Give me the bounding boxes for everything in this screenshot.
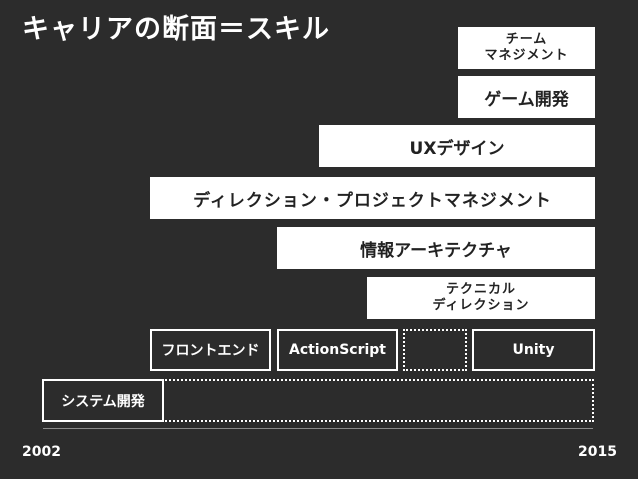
timeline-axis [43, 428, 593, 429]
skill-gap-placeholder [403, 329, 467, 371]
skill-frontend-label: フロントエンド [161, 343, 260, 359]
skill-system-development-label: システム開発 [61, 393, 145, 410]
axis-start-year: 2002 [22, 444, 61, 460]
skill-unity: Unity [472, 329, 595, 371]
skill-ux-design: UXデザイン [319, 125, 595, 167]
skill-technical-direction-line2: ディレクション [432, 298, 530, 313]
skill-information-architecture-label: 情報アーキテクチャ [360, 240, 512, 261]
skill-actionscript: ActionScript [277, 329, 398, 371]
skill-frontend: フロントエンド [150, 329, 271, 371]
skill-team-management-line1: チーム [505, 32, 548, 47]
skill-unity-label: Unity [512, 342, 555, 358]
slide-title: キャリアの断面＝スキル [22, 14, 330, 45]
skill-system-development: システム開発 [42, 379, 164, 422]
skill-information-architecture: 情報アーキテクチャ [277, 227, 595, 269]
skill-game-development: ゲーム開発 [458, 76, 595, 118]
axis-end-year: 2015 [578, 444, 617, 460]
skill-direction-project-management-label: ディレクション・プロジェクトマネジメント [193, 190, 552, 211]
skill-ux-design-label: UXデザイン [409, 138, 505, 159]
skill-game-development-label: ゲーム開発 [484, 89, 569, 110]
skill-actionscript-label: ActionScript [288, 342, 386, 358]
skill-team-management: チーム マネジメント [458, 27, 595, 69]
skill-team-management-line2: マネジメント [484, 48, 569, 63]
skill-technical-direction: テクニカル ディレクション [367, 277, 595, 319]
skill-technical-direction-line1: テクニカル [445, 282, 516, 297]
skill-direction-project-management: ディレクション・プロジェクトマネジメント [150, 177, 595, 219]
